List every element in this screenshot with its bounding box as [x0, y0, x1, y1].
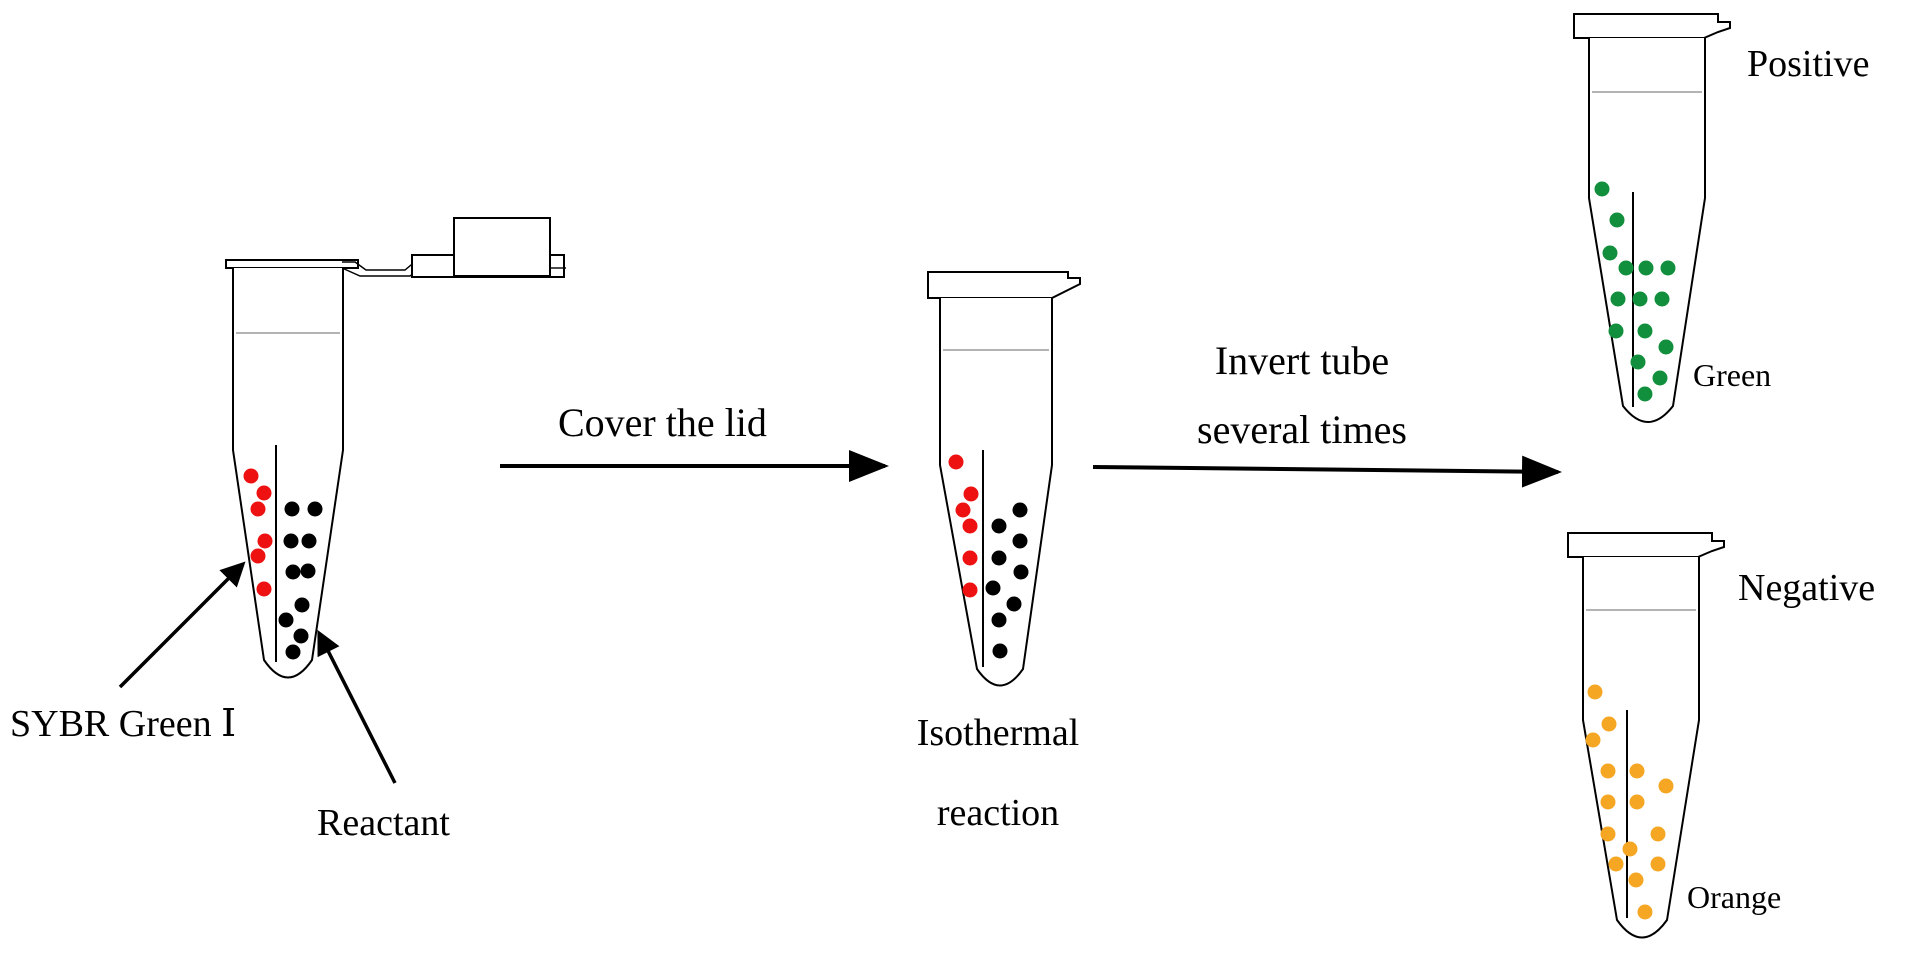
positive-dot: [1652, 370, 1668, 386]
positive-dot: [1632, 291, 1648, 307]
sybr-dots: [243, 468, 273, 597]
sybr-dot: [256, 485, 272, 501]
reactant-dot: [300, 563, 316, 579]
reactant-dot: [284, 501, 300, 517]
positive-dot: [1637, 323, 1653, 339]
negative-dots: [1585, 684, 1674, 920]
step2-label-line2: several times: [1197, 407, 1407, 452]
positive-dot: [1638, 260, 1654, 276]
positive-dot: [1654, 291, 1670, 307]
positive-dot: [1602, 245, 1618, 261]
sybr-dot: [962, 582, 978, 598]
sybr-dot: [256, 581, 272, 597]
negative-dot: [1585, 732, 1601, 748]
reactant-dot: [293, 628, 309, 644]
sybr-dot: [250, 501, 266, 517]
reactant-dot: [278, 612, 294, 628]
tube-positive: [1573, 13, 1731, 423]
reactant-dot: [1013, 564, 1029, 580]
step-arrow-2: [1092, 455, 1562, 488]
negative-dot: [1629, 794, 1645, 810]
reactant-dot: [285, 564, 301, 580]
positive-dot: [1630, 354, 1646, 370]
negative-dot: [1600, 763, 1616, 779]
sybr-dot: [948, 454, 964, 470]
negative-dot: [1622, 841, 1638, 857]
tube-closed: [927, 271, 1081, 687]
green-label: Green: [1693, 357, 1771, 393]
negative-dot: [1650, 826, 1666, 842]
positive-dot: [1618, 260, 1634, 276]
reactant-dot: [294, 597, 310, 613]
reactant-dot: [1012, 533, 1028, 549]
sybr-dot: [257, 533, 273, 549]
sybr-dot: [243, 468, 259, 484]
negative-dot: [1658, 778, 1674, 794]
step2-label-line1: Invert tube: [1215, 338, 1389, 383]
negative-dot: [1628, 872, 1644, 888]
sybr-dot: [955, 502, 971, 518]
negative-dot: [1600, 794, 1616, 810]
reactant-dot: [991, 612, 1007, 628]
reactant-dot: [285, 644, 301, 660]
isothermal-label-line2: reaction: [937, 792, 1059, 834]
sybr-dot: [963, 486, 979, 502]
sybr-dot: [250, 548, 266, 564]
isothermal-label-line1: Isothermal: [917, 712, 1080, 754]
reactant-dot: [283, 533, 299, 549]
sybr-dots: [948, 454, 979, 598]
reactant-label: Reactant: [317, 802, 450, 844]
reactant-dot: [992, 643, 1008, 659]
negative-dot: [1608, 856, 1624, 872]
positive-dots: [1594, 181, 1676, 402]
reactant-dot: [991, 550, 1007, 566]
tube-negative: [1567, 532, 1725, 939]
reactant-dot: [1006, 596, 1022, 612]
reactant-dot: [991, 518, 1007, 534]
positive-label: Positive: [1747, 43, 1869, 85]
positive-dot: [1660, 260, 1676, 276]
positive-dot: [1594, 181, 1610, 197]
positive-dot: [1608, 323, 1624, 339]
sybr-pointer-arrow: [118, 561, 246, 689]
sybr-dot: [962, 518, 978, 534]
tube-open-lid: [225, 217, 566, 679]
reactant-dot: [1012, 502, 1028, 518]
reactant-pointer-arrow: [317, 629, 397, 784]
tube-icon: [225, 217, 566, 679]
positive-dot: [1610, 291, 1626, 307]
reactant-dots: [985, 502, 1029, 659]
sybr-dot: [962, 550, 978, 566]
negative-dot: [1637, 904, 1653, 920]
reactant-dot: [301, 533, 317, 549]
sybr-label: SYBR Green Ⅰ: [10, 703, 236, 745]
positive-dot: [1658, 339, 1674, 355]
positive-dot: [1637, 386, 1653, 402]
tube-icon: [1567, 532, 1725, 939]
orange-label: Orange: [1687, 879, 1781, 915]
negative-dot: [1587, 684, 1603, 700]
negative-label: Negative: [1738, 567, 1875, 609]
step1-label: Cover the lid: [558, 400, 767, 445]
reactant-dot: [307, 501, 323, 517]
reactant-dots: [278, 501, 323, 660]
negative-dot: [1601, 716, 1617, 732]
negative-dot: [1600, 826, 1616, 842]
negative-dot: [1629, 763, 1645, 779]
negative-dot: [1650, 856, 1666, 872]
reactant-dot: [985, 580, 1001, 596]
positive-dot: [1609, 212, 1625, 228]
